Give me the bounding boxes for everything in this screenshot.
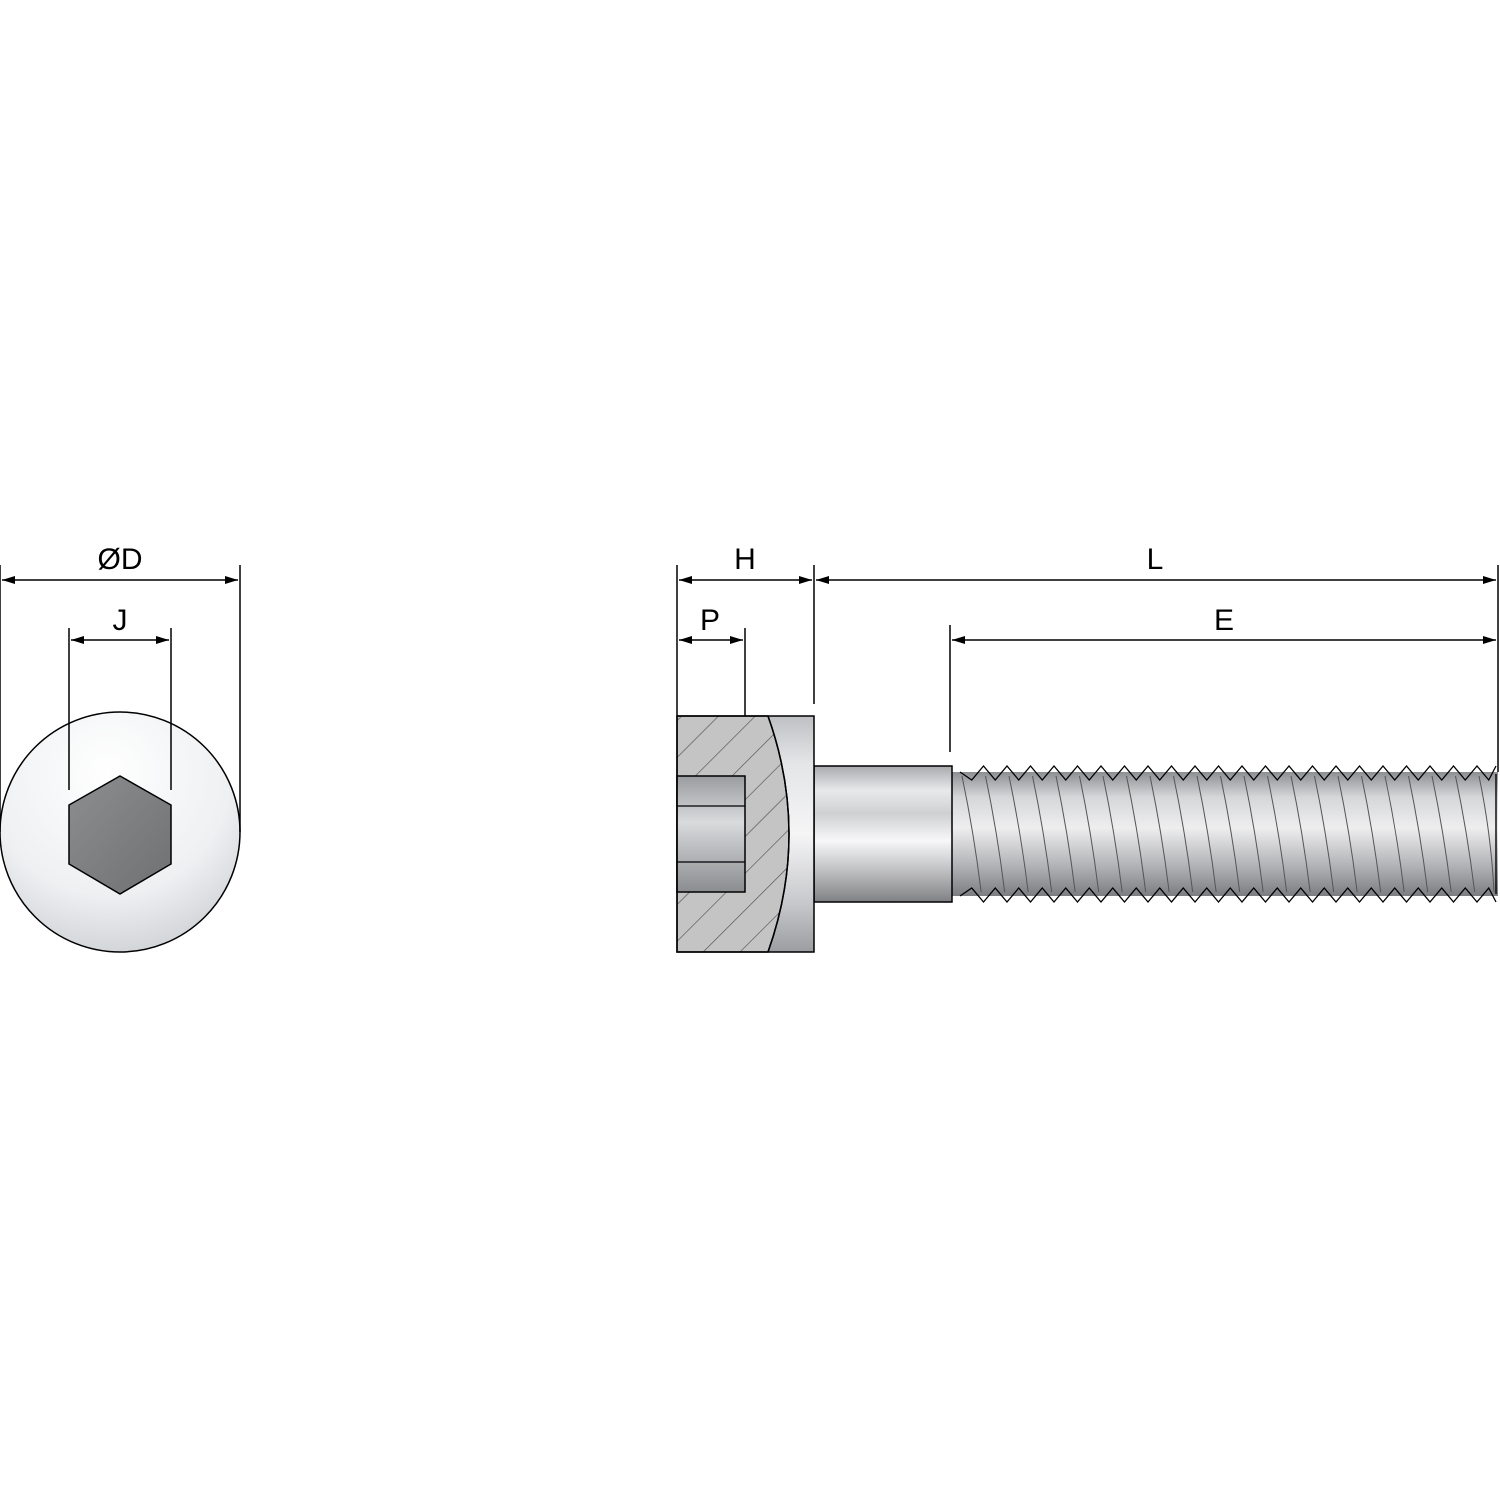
thread-helix-line (1290, 775, 1311, 893)
thread-helix-line (1431, 775, 1452, 893)
thread-helix-line (1149, 775, 1170, 893)
head-height-label: H (734, 543, 756, 576)
thread-helix-line (1126, 775, 1147, 893)
thread-helix-line (1337, 775, 1358, 893)
thread-helix-line (961, 775, 982, 893)
thread-helix-line (1173, 775, 1194, 893)
thread-helix-line (1243, 775, 1264, 893)
hex-socket-icon (68, 775, 172, 895)
end-view: ØD J (0, 543, 241, 953)
thread-helix-line (1314, 775, 1335, 893)
length-label: L (1147, 543, 1164, 576)
thread-helix-line (1008, 775, 1029, 893)
thread-section (952, 764, 1498, 904)
thread-length-label: E (1214, 604, 1234, 637)
thread-top-profile (959, 764, 1497, 782)
thread-helix-line (1032, 775, 1053, 893)
thread-bottom-profile (959, 886, 1497, 904)
head-chamfer-curve (767, 715, 790, 953)
thread-helix-line (1220, 775, 1241, 893)
thread-helix-line (1055, 775, 1076, 893)
thread-helix-line (1196, 775, 1217, 893)
thread-helix-line (1455, 775, 1476, 893)
thread-helix-line (1102, 775, 1123, 893)
thread-helix-line (1384, 775, 1405, 893)
socket-depth-label: P (700, 604, 720, 637)
thread-helix-line (1478, 775, 1495, 893)
thread-helix-line (1079, 775, 1100, 893)
thread-helix-line (1267, 775, 1288, 893)
hex-socket-label: J (113, 604, 128, 637)
thread-helix-line (985, 775, 1006, 893)
diameter-label: ØD (98, 543, 143, 576)
shank (813, 765, 953, 903)
thread-helix-line (1408, 775, 1429, 893)
socket-cavity (676, 775, 746, 893)
side-view: H P L E (676, 543, 1499, 953)
thread-helix-line (1361, 775, 1382, 893)
